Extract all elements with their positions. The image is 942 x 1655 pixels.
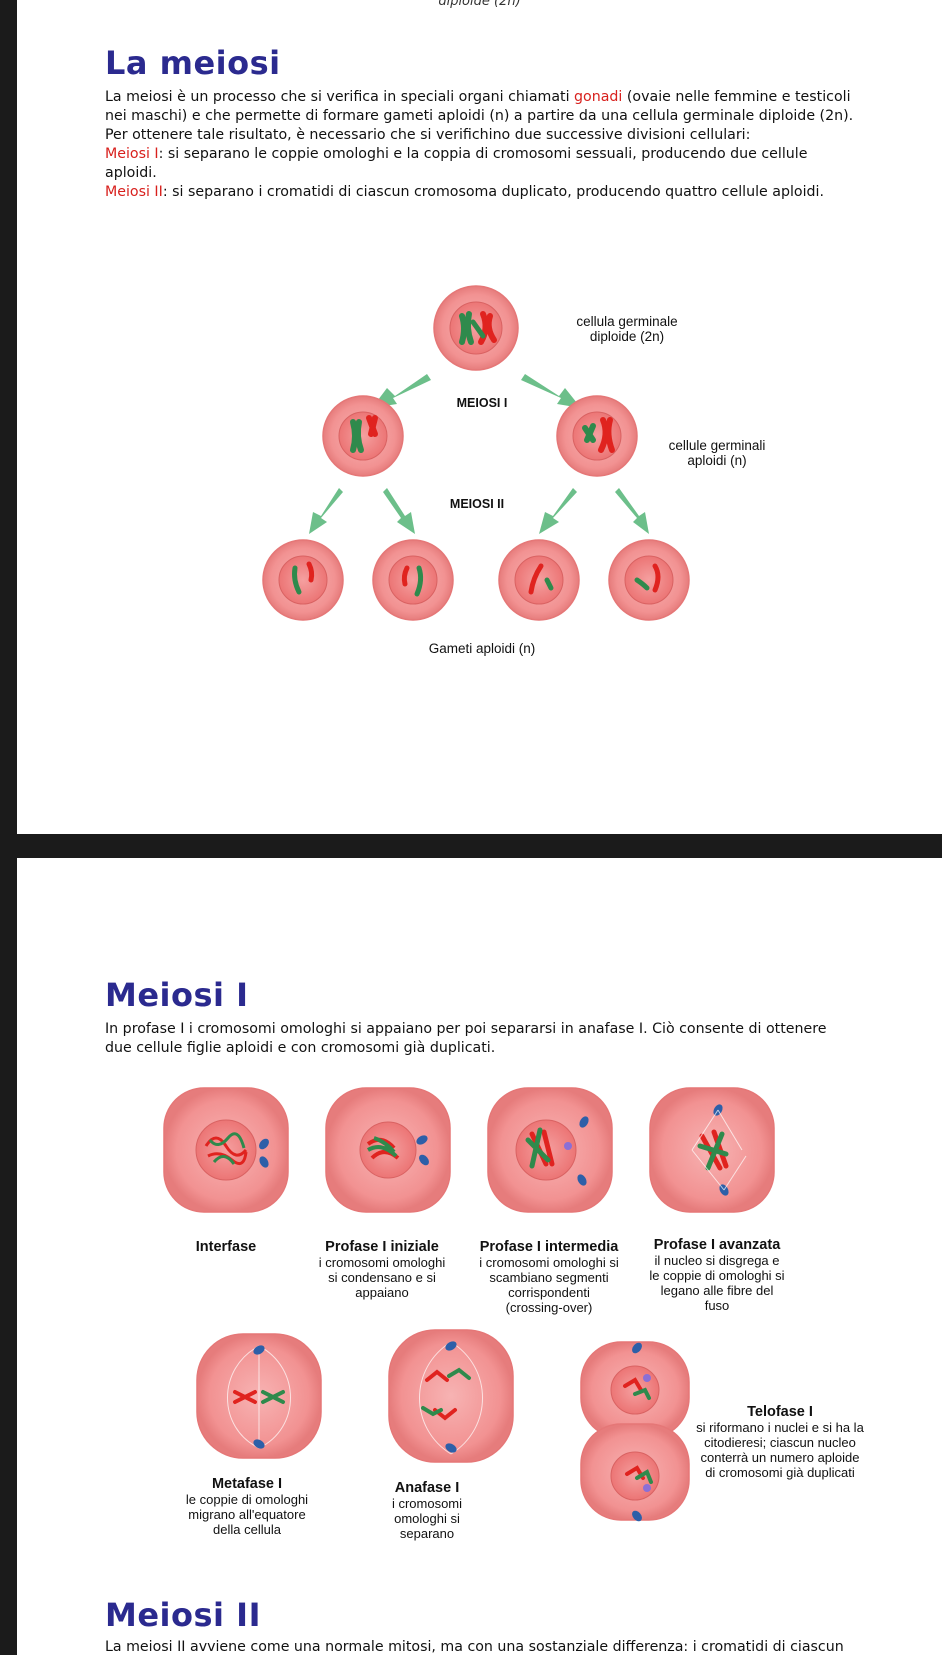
- stage-telofase: Telofase I si riformano i nuclei e si ha…: [696, 1404, 864, 1481]
- arrow-meiosi-1-right: [521, 374, 581, 408]
- stage-metafase: Metafase I le coppie di omologhi migrano…: [185, 1476, 309, 1538]
- stage-profase-intermedia: Profase I intermedia i cromosomi omologh…: [479, 1239, 619, 1316]
- page-meiosi-1: Meiosi I In profase I i cromosomi omolog…: [17, 858, 942, 1655]
- cell-profase-iniziale: [325, 1087, 451, 1213]
- intro-text: La meiosi è un processo che si verifica …: [105, 89, 575, 105]
- haploid-cell-left: [322, 395, 404, 477]
- germ-cell-label: cellula germinale diploide (2n): [576, 314, 678, 344]
- page-la-meiosi: diploide (2n) La meiosi La meiosi è un p…: [17, 0, 942, 834]
- gametes-label: Gameti aploidi (n): [428, 641, 536, 656]
- cell-profase-avanzata: [649, 1087, 775, 1213]
- gamete-1: [262, 539, 344, 621]
- meiosis-diagram: [262, 285, 690, 621]
- meiosi-2-text: : si separano i cromatidi di ciascun cro…: [162, 184, 824, 200]
- stage-profase-iniziale: Profase I iniziale i cromosomi omologhi …: [318, 1239, 446, 1301]
- page-top-fragment: diploide (2n): [438, 0, 521, 9]
- stage-interfase: Interfase: [195, 1239, 257, 1255]
- meiosi-2-diagram-label: MEIOSI II: [449, 497, 505, 511]
- page-title: La meiosi: [105, 44, 281, 82]
- arrow-meiosi-2-2: [383, 488, 415, 534]
- prophase-row-illustrations: [163, 1087, 775, 1213]
- cell-telofase: [580, 1341, 690, 1522]
- meiosi-1-intro: In profase I i cromosomi omologhi si app…: [105, 1021, 827, 1056]
- arrow-meiosi-2-3: [539, 488, 577, 534]
- cell-anafase: [388, 1329, 514, 1463]
- intro-line-2: nei maschi) e che permette di formare ga…: [105, 108, 854, 124]
- meiosi-1-text: : si separano le coppie omologhi e la co…: [158, 146, 808, 162]
- cell-profase-intermedia: [487, 1087, 613, 1213]
- meiosi-2-intro: La meiosi II avviene come una normale mi…: [105, 1639, 844, 1655]
- meiosi-1-label: Meiosi I: [105, 146, 159, 162]
- meiosi-1-diagram-label: MEIOSI I: [456, 396, 508, 410]
- stage-profase-avanzata: Profase I avanzata il nucleo si disgrega…: [649, 1237, 785, 1314]
- germ-cell-diploid: [433, 285, 519, 371]
- section-title-meiosi-2: Meiosi II: [105, 1596, 261, 1634]
- intro-line-3: Per ottenere tale risultato, è necessari…: [105, 127, 751, 143]
- haploid-cells-label: cellule germinali aploidi (n): [668, 438, 766, 468]
- gamete-4: [608, 539, 690, 621]
- section-title-meiosi-1: Meiosi I: [105, 976, 249, 1014]
- intro-paragraph: La meiosi è un processo che si verifica …: [105, 89, 854, 200]
- arrow-meiosi-1-left: [372, 374, 431, 408]
- gamete-2: [372, 539, 454, 621]
- meiosi-2-label: Meiosi II: [105, 184, 163, 200]
- cell-interfase: [163, 1087, 289, 1213]
- arrow-meiosi-2-4: [615, 488, 649, 534]
- arrow-meiosi-2-1: [309, 488, 343, 534]
- gamete-3: [498, 539, 580, 621]
- gonadi-highlight: gonadi: [574, 89, 623, 105]
- haploid-cell-right: [556, 395, 638, 477]
- cell-metafase: [196, 1333, 322, 1459]
- stage-anafase: Anafase I i cromosomi omologhi si separa…: [391, 1480, 463, 1542]
- division-row-illustrations: [196, 1329, 690, 1522]
